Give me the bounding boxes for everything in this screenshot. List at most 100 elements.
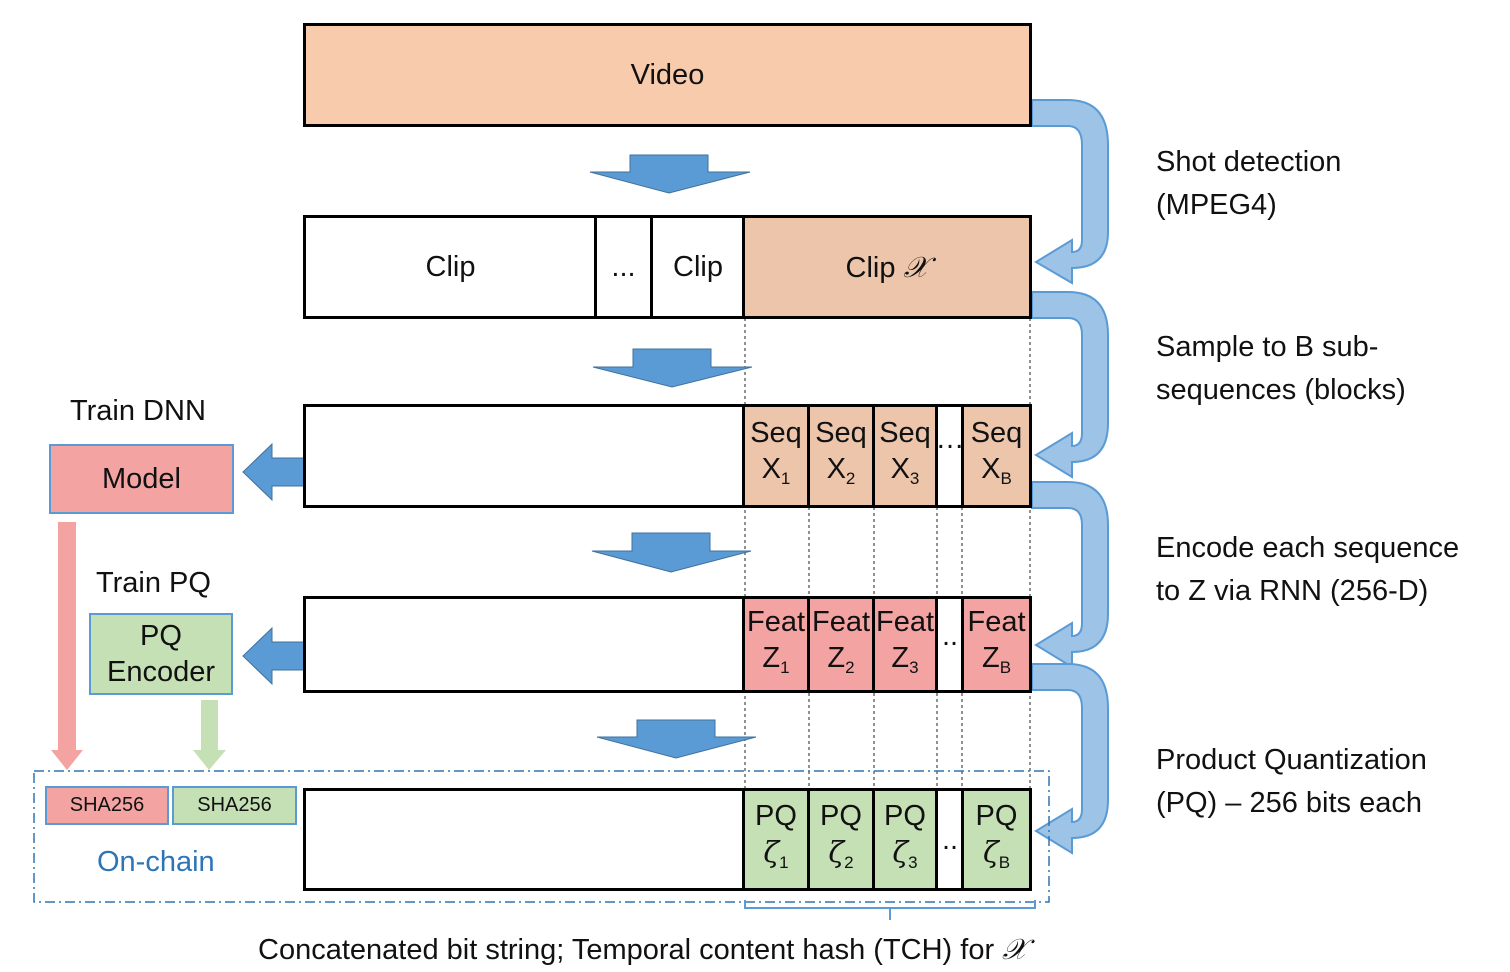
clip-x-label: Clip 𝒳 [846, 250, 929, 285]
pq-sub-1: 1 [779, 853, 789, 872]
feat-sym-3: Z [891, 641, 910, 674]
curve-arrow-pq [1031, 663, 1109, 855]
on-chain-label: On-chain [97, 846, 215, 878]
sha-pq-box: SHA256 [172, 786, 297, 825]
model-hash-arrow [51, 522, 83, 770]
curve-arrow-sample [1031, 291, 1109, 479]
clip-x-symbol: 𝒳 [903, 249, 929, 284]
pq-hash-arrow [193, 700, 226, 770]
on-chain-boundary [33, 770, 1050, 903]
feat-sym-b: Z [981, 641, 1000, 674]
pq-label-3: PQ [884, 800, 926, 832]
feat-sub-1: 1 [780, 657, 790, 677]
caption-bracket [744, 900, 1036, 920]
caption: Concatenated bit string; Temporal conten… [258, 928, 1027, 972]
sha-model-box: SHA256 [45, 786, 169, 825]
clip-cell-ellipsis: ... [597, 218, 650, 316]
feat-label-3: Feat [875, 605, 935, 638]
pq-encoder-box: PQ Encoder [89, 613, 233, 695]
seq-sub-3: 3 [909, 469, 920, 488]
caption-text: Concatenated bit string; Temporal conten… [258, 934, 995, 966]
seq-sym-2: X [826, 453, 846, 485]
model-box: Model [49, 444, 234, 514]
step-sample-2: sequences (blocks) [1156, 374, 1406, 406]
feat-sub-2: 2 [845, 657, 855, 677]
seq-sub-2: 2 [845, 469, 856, 488]
feat-ellipsis-cell: .. [938, 596, 962, 676]
pq-sub-b: B [998, 853, 1011, 872]
pq-label-b: PQ [975, 800, 1018, 832]
video-label: Video [630, 58, 705, 91]
step-pq-2: (PQ) – 256 bits each [1156, 787, 1422, 819]
seq-label-3: Seq [879, 417, 931, 449]
pq-sym-3: ζ [892, 835, 909, 869]
feat-sub-3: 3 [909, 657, 919, 677]
seq-sym-3: X [890, 453, 910, 485]
pq-encoder-line-2: Encoder [106, 656, 215, 688]
step-encode-1: Encode each sequence [1156, 532, 1460, 564]
curve-arrow-encode [1031, 481, 1109, 669]
sha-pq-label: SHA256 [197, 794, 272, 816]
down-arrow-1 [589, 154, 751, 194]
pq-sub-3: 3 [908, 853, 918, 872]
caption-symbol: 𝒳 [1002, 932, 1028, 966]
feat-label-1: Feat [746, 605, 806, 638]
step-shot-2: (MPEG4) [1156, 189, 1277, 221]
down-arrow-2 [592, 348, 753, 388]
clip-x-cell: Clip 𝒳 [742, 215, 1032, 319]
seq-sub-b: B [1000, 469, 1012, 488]
seq-label-b: Seq [970, 417, 1023, 449]
pq-ellipsis: .. [941, 823, 959, 856]
train-dnn-label: Train DNN [70, 395, 206, 427]
train-pq-label: Train PQ [96, 567, 211, 599]
feat-sym-1: Z [762, 641, 781, 674]
clip-divider-1 [594, 218, 597, 316]
pq-sub-2: 2 [844, 853, 854, 872]
step-sample-1: Sample to B sub- [1156, 331, 1379, 363]
down-arrow-4 [596, 719, 757, 759]
feat-ellipsis: .. [941, 619, 959, 652]
down-arrow-3 [591, 532, 752, 573]
pq-encoder-line-1: PQ [140, 620, 182, 652]
pq-sym-1: ζ [763, 835, 780, 869]
seq-sym-1: X [761, 453, 781, 485]
feat-sym-2: Z [827, 641, 846, 674]
pq-label-2: PQ [820, 800, 862, 832]
curve-arrow-shot [1031, 99, 1109, 285]
clip-cell-1: Clip [306, 218, 595, 316]
feat-label-2: Feat [811, 605, 871, 638]
clip-ellipsis: ... [611, 250, 636, 283]
seq-label-2: Seq [815, 417, 867, 449]
pq-label-1: PQ [755, 800, 797, 832]
clip-x-text: Clip [845, 251, 896, 284]
seq-sym-b: X [981, 453, 1001, 485]
sha-model-label: SHA256 [69, 794, 145, 816]
seq-sub-1: 1 [780, 469, 791, 488]
model-label: Model [102, 462, 181, 495]
seq-label-1: Seq [750, 417, 802, 449]
seq-ellipsis: … [935, 422, 965, 455]
pq-sym-b: ζ [982, 835, 999, 869]
feat-sub-b: B [999, 657, 1012, 677]
video-box: Video [303, 23, 1032, 127]
seq-ellipsis-cell: … [935, 404, 965, 474]
pq-ellipsis-cell: .. [938, 800, 962, 880]
pq-sym-2: ζ [828, 835, 845, 869]
guide-lines [744, 318, 1031, 792]
clip-label-1: Clip [425, 250, 476, 283]
step-pq-1: Product Quantization [1156, 744, 1427, 776]
clip-divider-2 [650, 218, 653, 316]
step-encode-2: to Z via RNN (256-D) [1156, 575, 1429, 607]
clip-label-2: Clip [673, 250, 723, 283]
